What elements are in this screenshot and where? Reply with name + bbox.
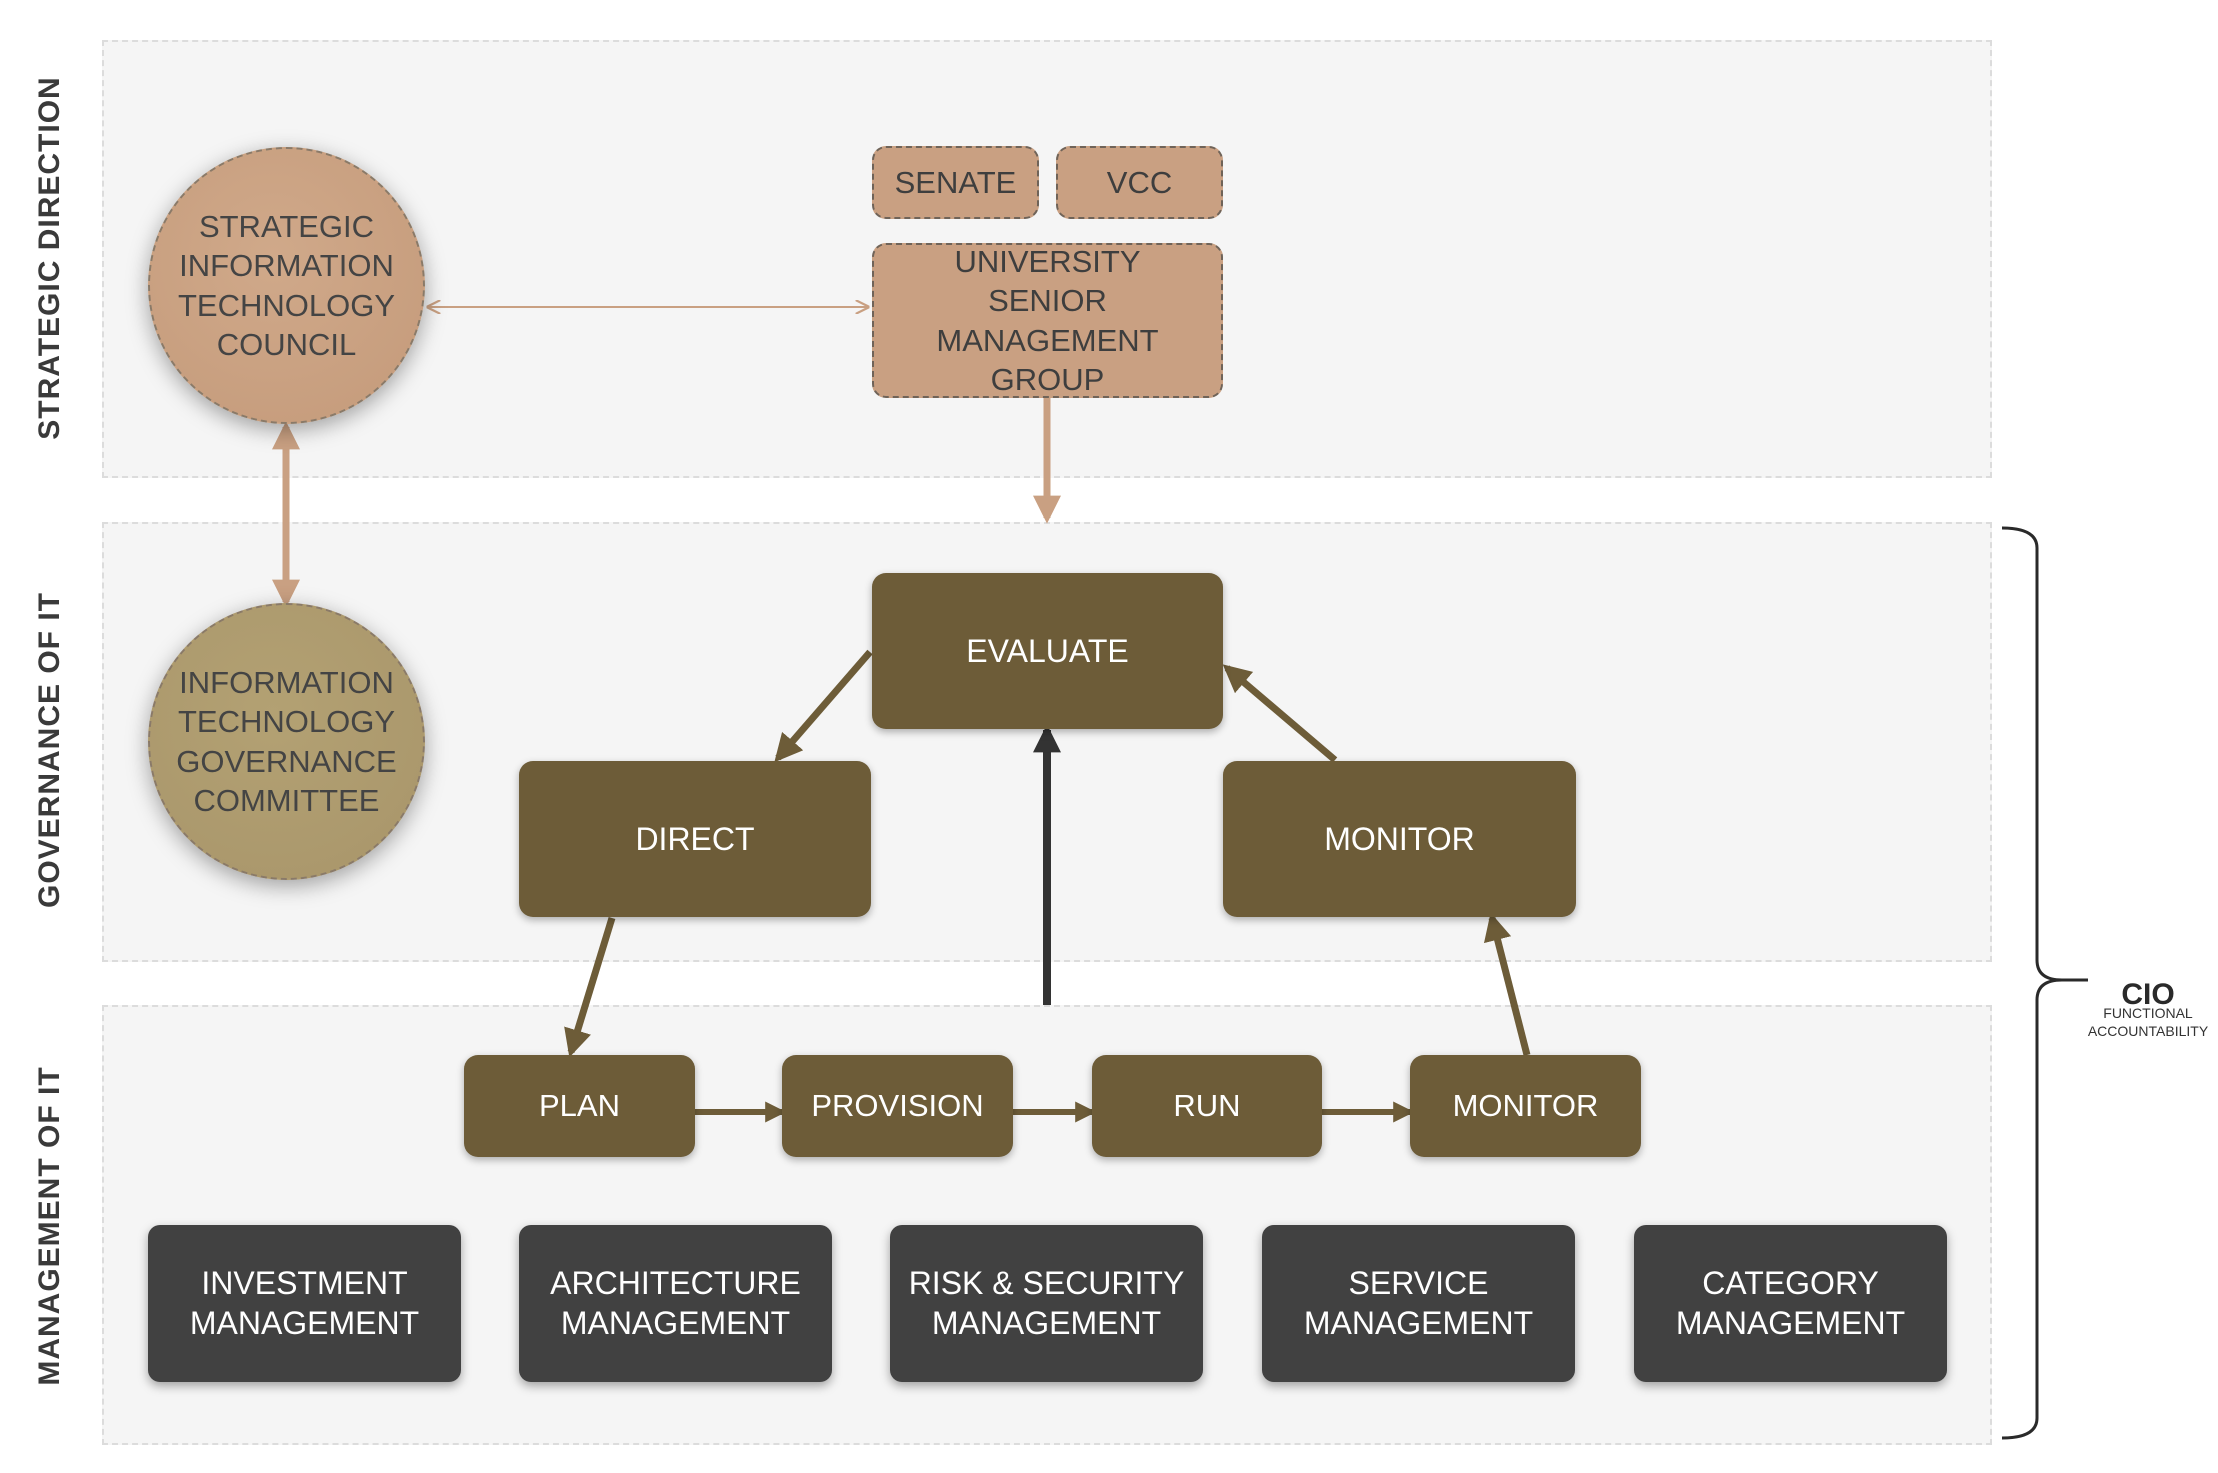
strategic-it-council-circle: STRATEGIC INFORMATION TECHNOLOGY COUNCIL	[148, 147, 425, 424]
provision-box: PROVISION	[782, 1055, 1013, 1157]
evaluate-box: EVALUATE	[872, 573, 1223, 729]
cio-subtitle: FUNCTIONAL ACCOUNTABILITY	[2087, 1005, 2209, 1040]
strategic-direction-label: STRATEGIC DIRECTION	[33, 76, 66, 440]
cio-title: CIO	[2121, 978, 2175, 1011]
architecture-management-box: ARCHITECTURE MANAGEMENT	[519, 1225, 832, 1382]
management-label: MANAGEMENT OF IT	[33, 1066, 66, 1386]
investment-management-box: INVESTMENT MANAGEMENT	[148, 1225, 461, 1382]
risk-security-management-box: RISK & SECURITY MANAGEMENT	[890, 1225, 1203, 1382]
direct-box: DIRECT	[519, 761, 871, 917]
plan-box: PLAN	[464, 1055, 695, 1157]
service-management-box: SERVICE MANAGEMENT	[1262, 1225, 1575, 1382]
senate-box: SENATE	[872, 146, 1039, 219]
cio-bracket	[2001, 526, 2063, 1440]
vcc-box: VCC	[1056, 146, 1223, 219]
governance-monitor-box: MONITOR	[1223, 761, 1576, 917]
governance-label: GOVERNANCE OF IT	[33, 591, 66, 909]
run-box: RUN	[1092, 1055, 1322, 1157]
senior-management-group-box: UNIVERSITY SENIOR MANAGEMENT GROUP	[872, 243, 1223, 398]
category-management-box: CATEGORY MANAGEMENT	[1634, 1225, 1947, 1382]
it-governance-committee-circle: INFORMATION TECHNOLOGY GOVERNANCE COMMIT…	[148, 603, 425, 880]
management-monitor-box: MONITOR	[1410, 1055, 1641, 1157]
